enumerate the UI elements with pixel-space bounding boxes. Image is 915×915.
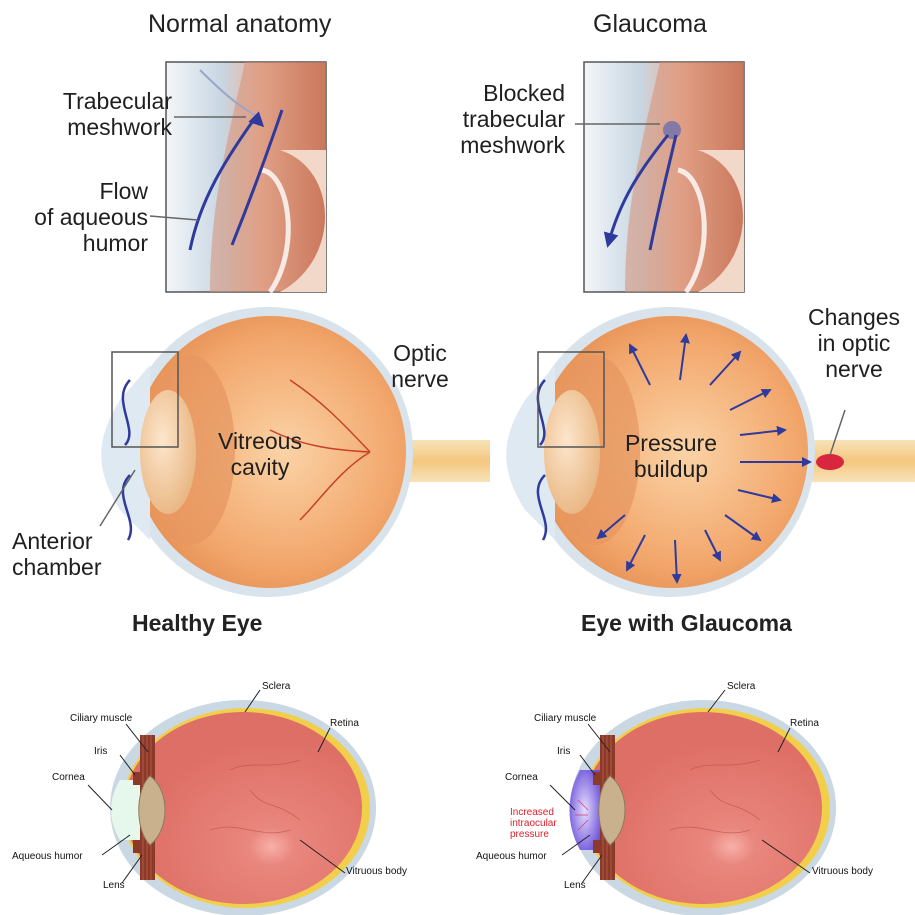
- glaucoma-ciliary-muscle-label: Ciliary muscle: [534, 713, 596, 724]
- trabecular-label-line-1: Trabecular: [0, 88, 172, 114]
- anterior-chamber-label: Anterior chamber: [12, 528, 101, 580]
- healthy-sclera-label: Sclera: [262, 681, 290, 692]
- flow-label-line-1: Flow: [0, 178, 148, 204]
- normal-anatomy-title: Normal anatomy: [148, 10, 331, 39]
- glaucoma-sclera-label: Sclera: [727, 681, 755, 692]
- glaucoma-iris-label: Iris: [557, 746, 570, 757]
- flow-of-aqueous-label: Flow of aqueous humor: [0, 178, 148, 256]
- glaucoma-aqueous-humor-label: Aqueous humor: [476, 851, 547, 862]
- glaucoma-eye-cross-section: [570, 700, 837, 915]
- vitreous-label-line-1: Vitreous: [200, 428, 320, 454]
- glaucoma-inset-illustration: [584, 62, 744, 292]
- changes-label-line-1: Changes: [795, 304, 913, 330]
- normal-inset-illustration: [166, 62, 326, 292]
- healthy-iris-label: Iris: [94, 746, 107, 757]
- glaucoma-title: Glaucoma: [593, 10, 707, 39]
- flow-label-line-3: humor: [0, 230, 148, 256]
- increased-intraocular-pressure-label: Increased intraocular pressure: [510, 807, 557, 840]
- glaucoma-vitreous-body-label: Vitruous body: [812, 866, 873, 877]
- increased-label-line-2: intraocular: [510, 818, 557, 829]
- blocked-label-line-2: trabecular: [420, 106, 565, 132]
- glaucoma-cornea-label: Cornea: [505, 772, 538, 783]
- healthy-aqueous-humor-label: Aqueous humor: [12, 851, 83, 862]
- healthy-cornea-label: Cornea: [52, 772, 85, 783]
- anterior-label-line-1: Anterior: [12, 528, 101, 554]
- increased-label-line-1: Increased: [510, 807, 557, 818]
- glaucoma-lens-label: Lens: [564, 880, 586, 891]
- changes-label-line-3: nerve: [795, 356, 913, 382]
- optic-nerve-label: Optic nerve: [385, 340, 455, 392]
- vitreous-cavity-label: Vitreous cavity: [200, 428, 320, 480]
- healthy-retina-label: Retina: [330, 718, 359, 729]
- anterior-label-line-2: chamber: [12, 554, 101, 580]
- trabecular-meshwork-label: Trabecular meshwork: [0, 88, 172, 140]
- flow-label-line-2: of aqueous: [0, 204, 148, 230]
- changes-label-line-2: in optic: [795, 330, 913, 356]
- healthy-vitreous-body-label: Vitruous body: [346, 866, 407, 877]
- healthy-eye-cross-section: [110, 700, 376, 915]
- optic-label-line-2: nerve: [385, 366, 455, 392]
- blocked-label-line-3: meshwork: [420, 132, 565, 158]
- increased-label-line-3: pressure: [510, 829, 557, 840]
- pressure-buildup-label: Pressure buildup: [616, 430, 726, 482]
- vitreous-label-line-2: cavity: [200, 454, 320, 480]
- eye-with-glaucoma-title: Eye with Glaucoma: [581, 610, 792, 637]
- blocked-label-line-1: Blocked: [420, 80, 565, 106]
- healthy-ciliary-muscle-label: Ciliary muscle: [70, 713, 132, 724]
- changes-optic-nerve-label: Changes in optic nerve: [795, 304, 913, 382]
- healthy-eye-title: Healthy Eye: [132, 610, 262, 637]
- pressure-label-line-1: Pressure: [616, 430, 726, 456]
- pressure-label-line-2: buildup: [616, 456, 726, 482]
- optic-label-line-1: Optic: [385, 340, 455, 366]
- trabecular-label-line-2: meshwork: [0, 114, 172, 140]
- blocked-trabecular-label: Blocked trabecular meshwork: [420, 80, 565, 158]
- healthy-lens-label: Lens: [103, 880, 125, 891]
- glaucoma-retina-label: Retina: [790, 718, 819, 729]
